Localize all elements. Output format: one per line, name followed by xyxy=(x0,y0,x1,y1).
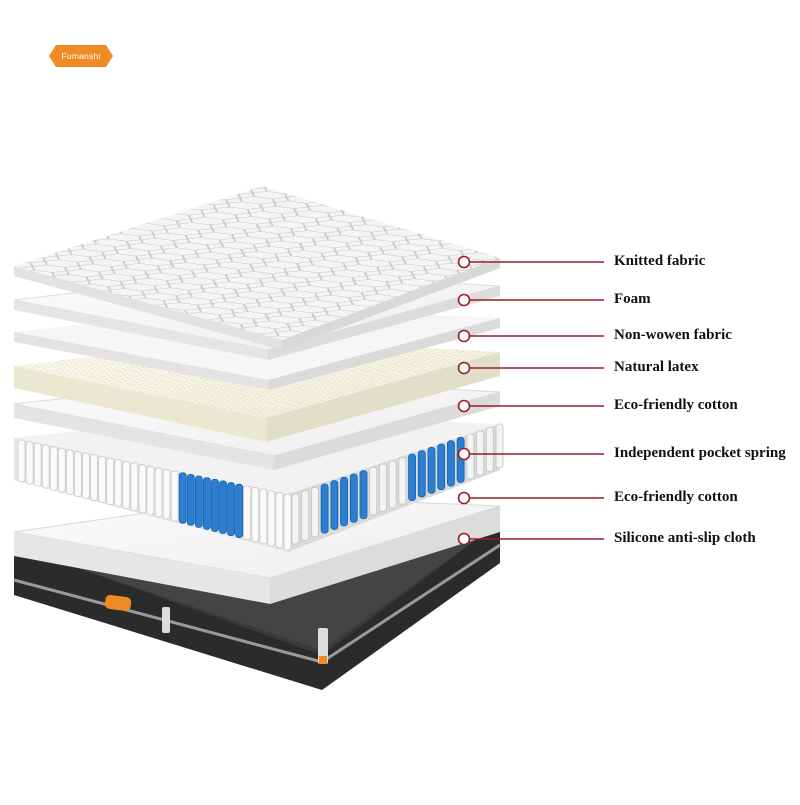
spring-coil xyxy=(301,490,310,541)
spring-coil xyxy=(41,444,50,489)
layer-label: Knitted fabric xyxy=(614,253,706,269)
spring-coil xyxy=(427,446,436,494)
spring-coil xyxy=(114,459,123,508)
callout-dot xyxy=(457,491,471,505)
spring-coil xyxy=(170,470,179,522)
spring-coil xyxy=(57,447,66,493)
callout-dot xyxy=(457,293,471,307)
callout-dot xyxy=(457,447,471,461)
layer-label: Eco-friendly cotton xyxy=(614,397,738,413)
brand-logo xyxy=(49,45,113,67)
spring-coil xyxy=(74,451,82,497)
callout-lines xyxy=(457,255,604,546)
spring-coil xyxy=(178,472,187,524)
spring-coil xyxy=(162,469,171,520)
spring-coil xyxy=(349,473,358,523)
spring-coil xyxy=(211,478,219,532)
spring-coil xyxy=(267,490,276,547)
callout-dot xyxy=(457,399,471,413)
spring-coil xyxy=(330,480,339,530)
spring-coil xyxy=(49,446,58,491)
callout-dot xyxy=(457,361,471,375)
spring-coil xyxy=(495,423,504,469)
callout-dot xyxy=(457,255,471,269)
layer-label: Eco-friendly cotton xyxy=(614,489,738,505)
spring-coil xyxy=(33,442,42,487)
spring-coil xyxy=(186,473,195,526)
spring-coil xyxy=(275,491,284,549)
spring-coil xyxy=(320,483,329,534)
spring-coil xyxy=(485,426,494,473)
spring-coil xyxy=(311,486,319,538)
spring-coil xyxy=(291,493,300,545)
brand-logo-text: Fumanshi xyxy=(61,51,101,61)
layer-label: Independent pocket spring xyxy=(614,445,786,461)
spring-coil xyxy=(130,462,139,512)
spring-coil xyxy=(82,452,90,499)
spring-coil xyxy=(476,430,484,476)
spring-coil xyxy=(90,454,98,501)
callout-dot xyxy=(457,532,471,546)
spring-coil xyxy=(340,476,348,527)
spring-coil xyxy=(283,493,292,551)
spring-coil xyxy=(106,457,115,506)
spring-coil xyxy=(98,455,107,504)
spring-coil xyxy=(379,463,387,512)
layer-label: Non-wowen fabric xyxy=(614,327,732,343)
spring-coil xyxy=(447,440,455,487)
spring-coil xyxy=(122,460,131,510)
spring-coil xyxy=(243,485,252,541)
spring-coil xyxy=(202,477,211,530)
spring-coil xyxy=(259,488,268,545)
spring-coil xyxy=(437,443,446,491)
layer-knitted-fabric xyxy=(14,186,500,350)
spring-coil xyxy=(408,453,416,501)
callout-dot xyxy=(457,329,471,343)
spring-coil xyxy=(227,482,235,536)
spring-coil xyxy=(235,483,244,539)
spring-coil xyxy=(154,467,163,518)
spring-coil xyxy=(359,470,368,520)
spring-coil xyxy=(417,450,426,498)
spring-coil xyxy=(65,449,74,495)
spring-coil xyxy=(146,465,155,516)
spring-coil xyxy=(138,464,147,514)
spring-coil xyxy=(398,456,407,505)
spring-coil xyxy=(17,439,26,483)
layer-label: Silicone anti-slip cloth xyxy=(614,530,756,546)
spring-coil xyxy=(194,475,203,528)
spring-coil xyxy=(369,466,378,516)
spring-coil xyxy=(219,480,227,534)
layer-label: Natural latex xyxy=(614,359,699,375)
layer-label: Foam xyxy=(614,291,651,307)
spring-coil xyxy=(388,460,397,509)
spring-coil xyxy=(25,441,34,485)
spring-coil xyxy=(251,487,260,543)
